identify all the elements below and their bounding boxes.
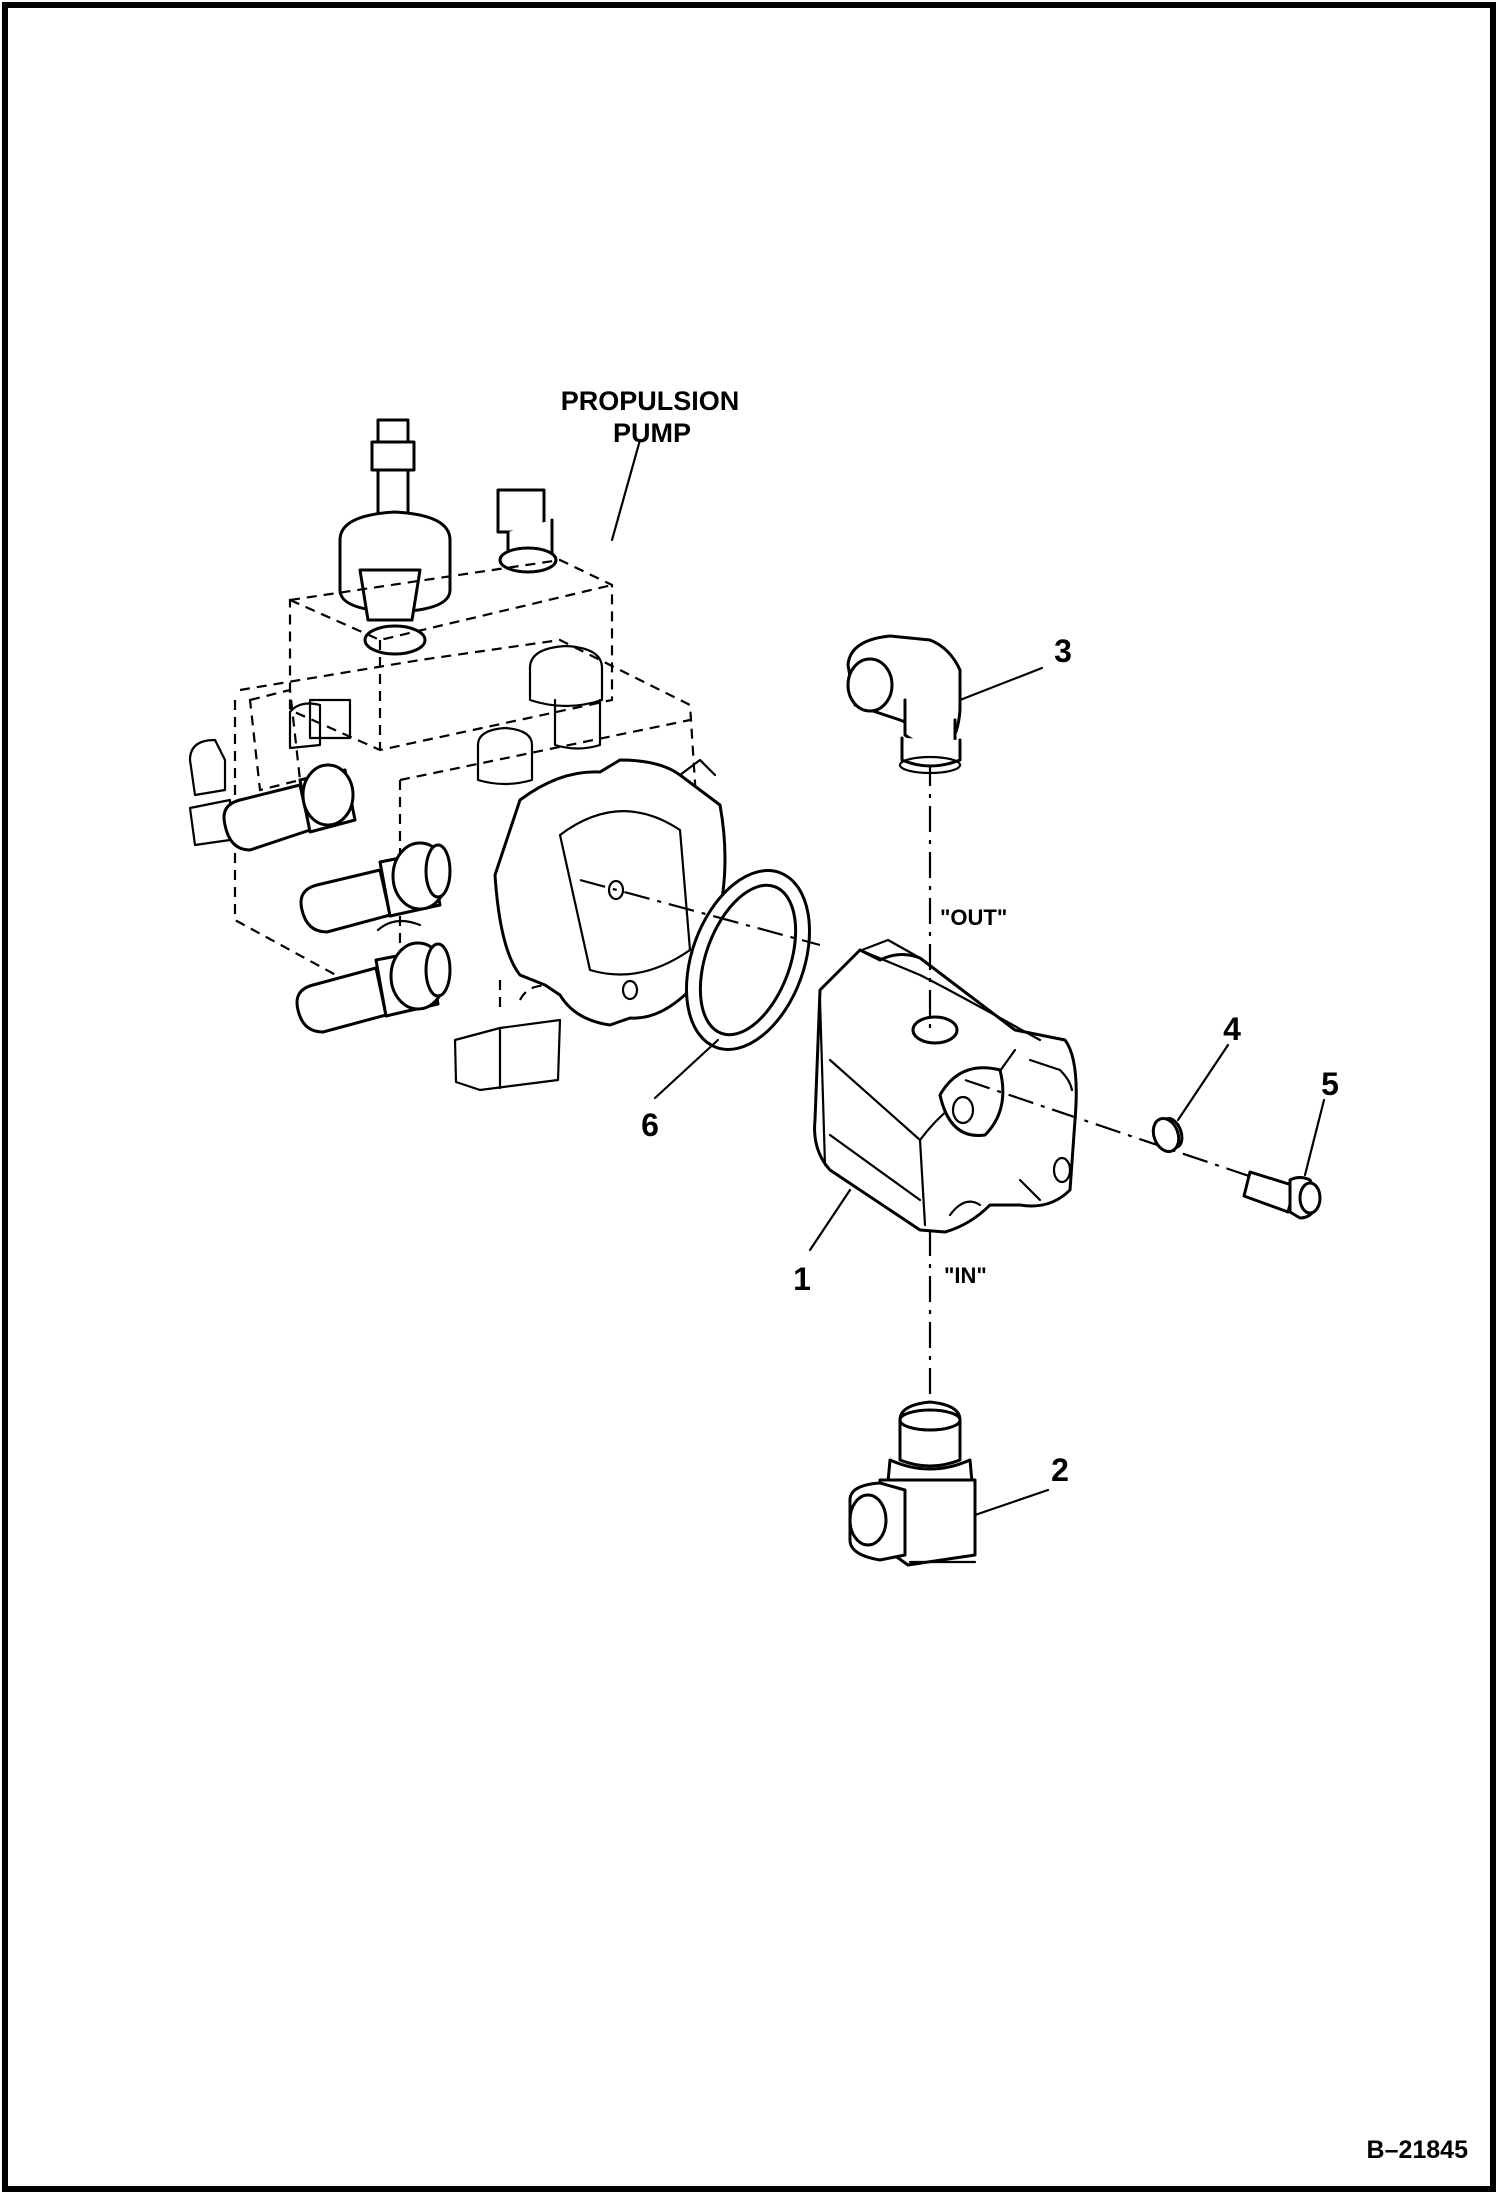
pump-cap-fittings: [288, 644, 604, 786]
propulsion-pump-assembly: [188, 418, 702, 1092]
leader-lines: [610, 438, 1326, 1517]
out-port-label: "OUT": [940, 905, 1007, 930]
pump-top-valve: [338, 418, 452, 656]
propulsion-pump-label-line2: PUMP: [613, 418, 691, 448]
leader-4: [1176, 1043, 1230, 1122]
callout-1: 1: [793, 1261, 811, 1297]
assembly-centerline: [579, 878, 821, 947]
leader-5: [1303, 1098, 1326, 1177]
outlet-elbow-fitting: [846, 634, 962, 775]
callout-3: 3: [1054, 633, 1072, 669]
propulsion-pump-label-line1: PROPULSION: [561, 386, 740, 416]
leader-propulsion-pump: [610, 438, 642, 542]
in-port-label: "IN": [944, 1263, 987, 1288]
gear-pump-body: [813, 938, 1078, 1234]
pump-side-fittings: [188, 738, 452, 1034]
pump-upper-elbow: [496, 488, 558, 574]
inlet-elbow-fitting: [848, 1400, 977, 1567]
drawing-number: B–21845: [1367, 2136, 1469, 2164]
leader-1: [808, 1188, 852, 1252]
lock-washer: [1151, 1117, 1184, 1153]
socket-head-cap-screw: [1242, 1170, 1322, 1220]
callout-5: 5: [1321, 1066, 1339, 1102]
callout-4: 4: [1223, 1011, 1241, 1047]
callout-6: 6: [641, 1107, 659, 1143]
callout-2: 2: [1051, 1452, 1069, 1488]
leader-2: [973, 1488, 1050, 1517]
o-ring-gasket: [685, 869, 811, 1051]
leader-3: [958, 666, 1044, 702]
leader-6: [653, 1038, 720, 1100]
